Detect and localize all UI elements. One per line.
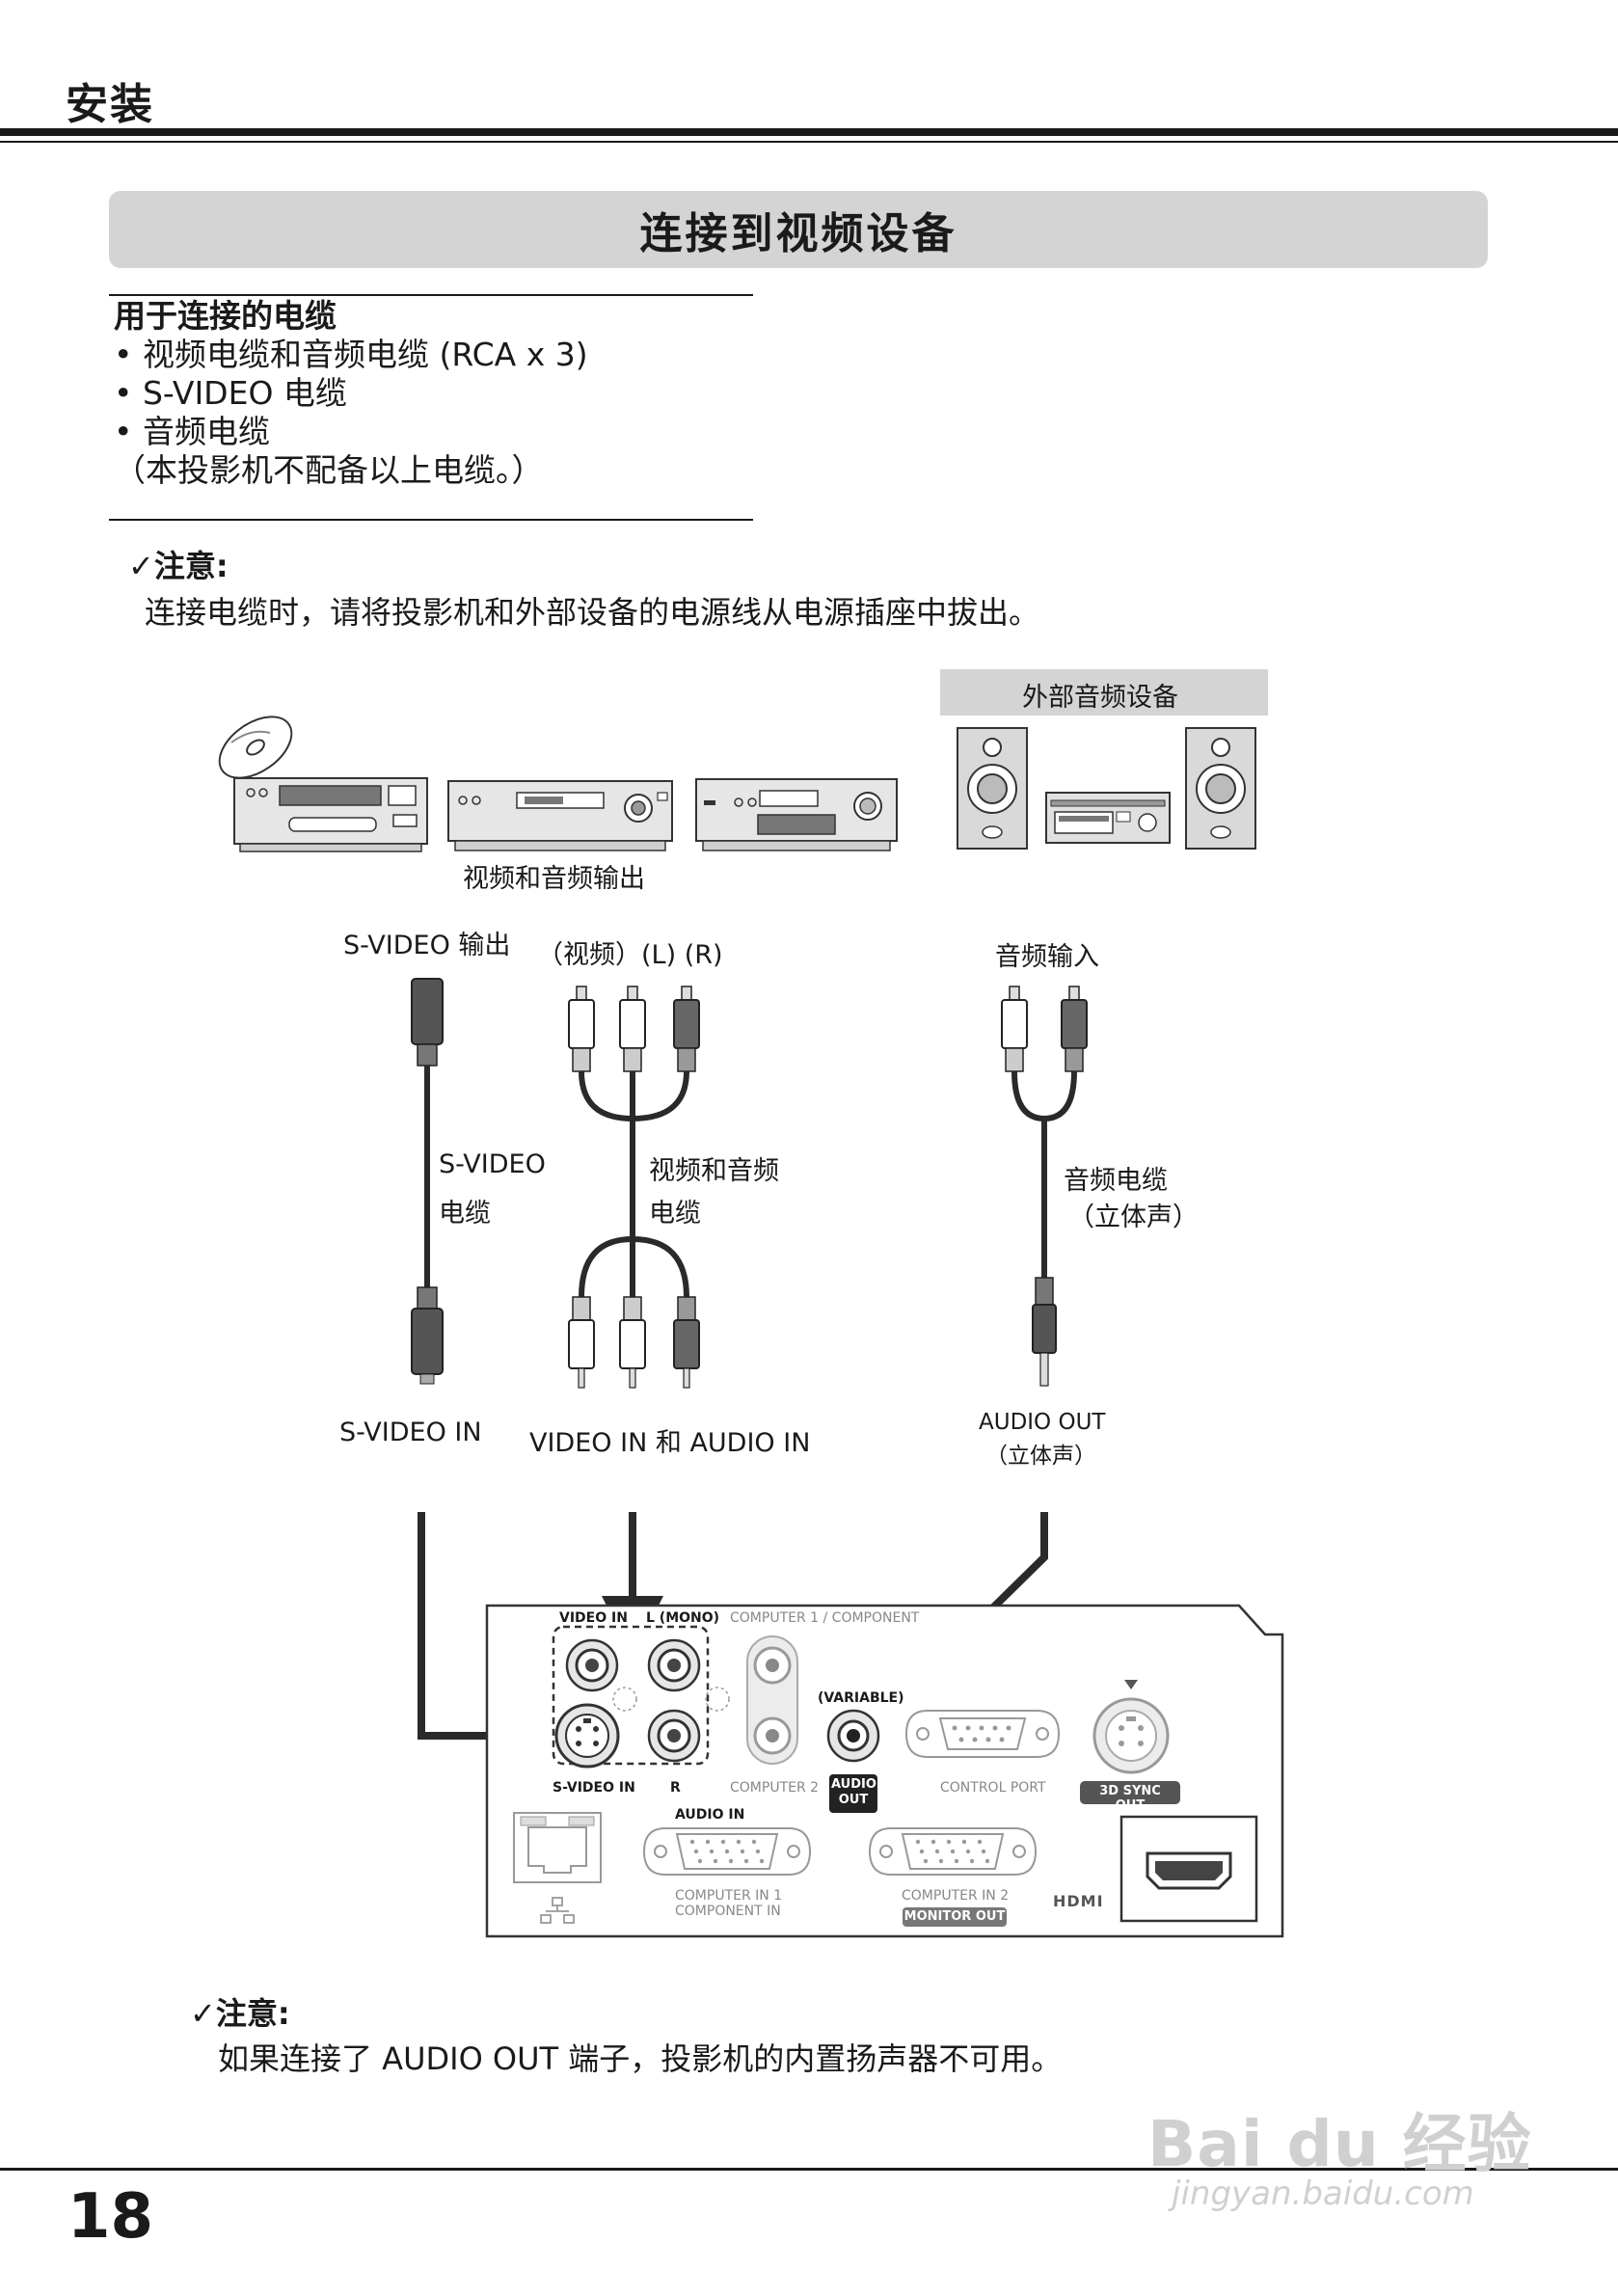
page-banner: 连接到视频设备 [109,191,1488,268]
audio-in-l-jack [647,1638,701,1692]
watermark-url: jingyan.baidu.com [1172,2174,1474,2213]
watermark-logo: Bai du 经验 [1147,2107,1532,2181]
footer-rule [0,2168,1618,2171]
av-cable-label: 视频和音频 [649,1156,779,1186]
audio-cable-label: （立体声） [1068,1202,1199,1232]
panel-l-mono-label: L (MONO) [646,1610,720,1626]
cables-item: • S-VIDEO 电缆 [114,374,347,412]
video-audio-in-label: VIDEO IN 和 AUDIO IN [529,1428,811,1458]
panel-computer1-label: COMPUTER 1 / COMPONENT [730,1610,920,1626]
audio-in-label: 音频输入 [995,942,1099,972]
video-devices-label: 视频和音频输出 [463,864,645,894]
sync-out-port [1080,1680,1180,1804]
note2-heading: ✓注意: [190,1995,290,2032]
projector-panel [485,1604,1284,1938]
cables-item: • 视频电缆和音频电缆 (RCA x 3) [114,336,588,373]
rca-plug-audio-left [1001,986,1028,1072]
av-cable [568,986,700,1389]
cables-box: 用于连接的电缆 • 视频电缆和音频电缆 (RCA x 3) • S-VIDEO … [114,297,750,490]
rca-plug-audio-right [1061,986,1088,1072]
panel-video-in-label: VIDEO IN [559,1610,628,1626]
svideo-cable-label: 电缆 [439,1199,491,1229]
panel-audio-out-label-1: AUDIO [831,1777,876,1792]
cables-top-rule [109,294,753,296]
cables-item: • 音频电缆 [114,413,270,450]
header-rule-thick [0,128,1618,136]
section-title: 安装 [66,80,154,129]
av-cable-label: 电缆 [649,1199,701,1229]
panel-monitor-out-label: MONITOR OUT [903,1909,1006,1924]
audio-out-label: AUDIO OUT [979,1410,1106,1435]
header-rule-thin [0,141,1618,143]
video-audio-in-highlight [552,1625,710,1766]
panel-svideo-in-label: S-VIDEO IN [553,1780,635,1796]
computer-in-1-port [642,1827,812,1876]
dvd-player-icon [233,777,428,852]
panel-computer2-label: COMPUTER 2 [730,1780,820,1796]
svideo-in-label: S-VIDEO IN [339,1418,482,1447]
note1-heading: ✓注意: [128,548,229,584]
panel-computer-in2-label: COMPUTER IN 2 [902,1888,1010,1904]
svideo-cable [411,978,444,1385]
cables-title: 用于连接的电缆 [114,297,337,335]
note1-text: 连接电缆时，请将投影机和外部设备的电源线从电源插座中拔出。 [145,594,1040,631]
audio-cable [1001,986,1088,1387]
panel-sync-out-label: 3D SYNC OUT [1099,1784,1161,1813]
audio-out-label: （立体声） [985,1444,1096,1469]
audio-devices-label-box [940,669,1268,716]
panel-hdmi-logo: HDMI [1053,1892,1104,1910]
panel-variable-label: (VARIABLE) [818,1690,904,1706]
panel-audio-out-label-2: OUT [838,1793,869,1807]
tuner-icon [695,778,898,851]
rca-plug-left-top [619,986,646,1072]
control-port [904,1710,1061,1758]
cables-remark: （本投影机不配备以上电缆。） [114,451,544,489]
speaker-left-icon [957,727,1028,850]
page-number: 18 [67,2181,154,2253]
rca-plug-video-top [568,986,595,1072]
stereo-amplifier-icon [1045,792,1171,844]
video-in-jack [565,1638,619,1692]
rca-plug-right-bottom [673,1296,700,1389]
rca-plug-right-top [673,986,700,1072]
computer-audio-jacks [746,1635,798,1765]
audio-in-r-jack [647,1709,701,1763]
lan-port [513,1812,602,1924]
rca-plug-video-bottom [568,1296,595,1389]
panel-computer-in1-label: COMPUTER IN 1 [675,1888,783,1904]
vcr-icon [447,780,673,851]
rca-labels: （视频）(L) (R) [537,940,723,970]
panel-component-in-label: COMPONENT IN [675,1904,781,1919]
banner-title: 连接到视频设备 [639,209,957,258]
audio-devices-label: 外部音频设备 [1022,683,1178,713]
speaker-right-icon [1185,727,1256,850]
panel-audio-out-label: AUDIO OUT [831,1777,876,1808]
panel-audio-in-label: AUDIO IN [675,1807,745,1823]
disc-icon [218,716,293,779]
panel-r-label: R [670,1780,681,1796]
network-icon [540,1897,575,1924]
audio-out-jack [826,1709,880,1813]
svideo-in-jack [554,1703,620,1769]
rca-plug-left-bottom [619,1296,646,1389]
hdmi-port [1119,1815,1258,1923]
note2-text: 如果连接了 AUDIO OUT 端子，投影机的内置扬声器不可用。 [218,2040,1063,2077]
computer-in-2-port [868,1827,1038,1927]
audio-cable-label: 音频电缆 [1064,1166,1168,1196]
cables-bottom-rule [109,519,753,521]
panel-control-port-label: CONTROL PORT [940,1780,1046,1796]
svideo-cable-label: S-VIDEO [439,1149,546,1179]
svideo-out-label: S-VIDEO 输出 [343,931,511,960]
